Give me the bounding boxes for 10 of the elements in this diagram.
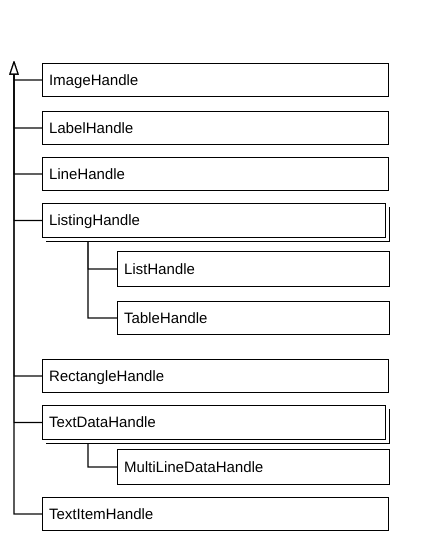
inheritance-arrow — [9, 61, 42, 515]
class-box: ImageHandle — [42, 63, 389, 97]
class-box: LineHandle — [42, 157, 389, 191]
connector-line — [87, 242, 117, 319]
class-box: ListHandle — [117, 251, 390, 287]
class-box: TableHandle — [117, 301, 390, 335]
class-box: RectangleHandle — [42, 359, 389, 393]
class-box: TextItemHandle — [42, 497, 389, 531]
class-box: LabelHandle — [42, 111, 389, 145]
class-box: MultiLineDataHandle — [117, 449, 390, 485]
